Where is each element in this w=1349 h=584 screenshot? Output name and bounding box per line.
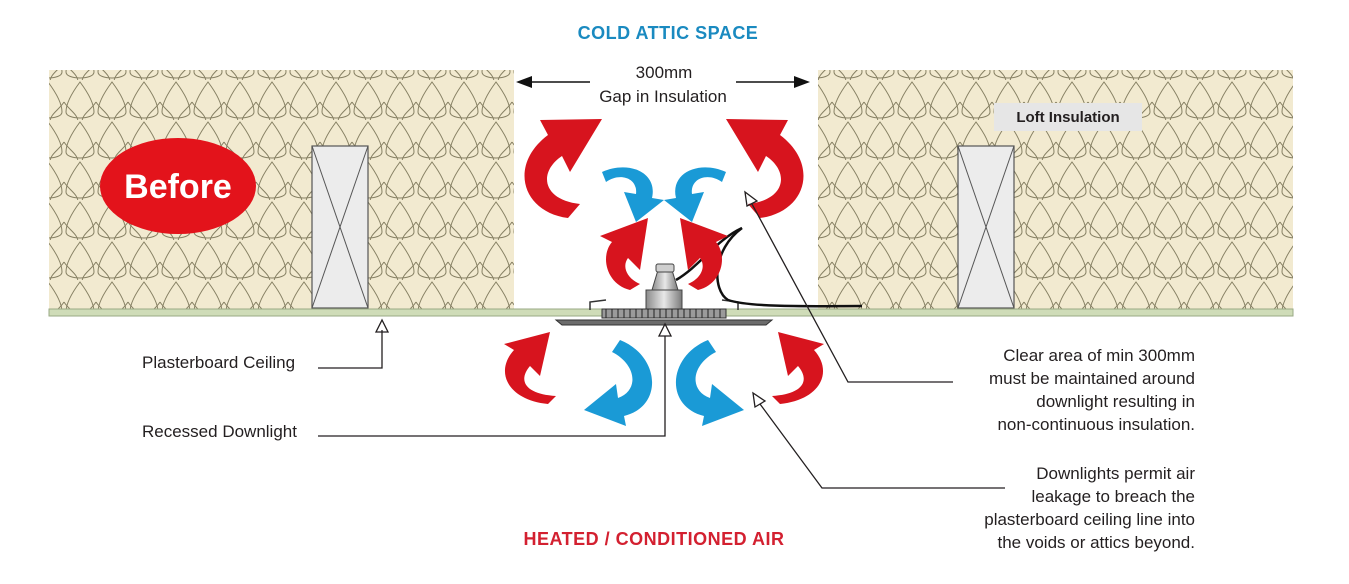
leakage-note-line4: the voids or attics beyond. [997, 533, 1195, 552]
cool-arrow-upper-right [664, 167, 726, 222]
title-cold-attic: COLD ATTIC SPACE [578, 23, 759, 43]
leakage-note: Downlights permit air leakage to breach … [984, 464, 1195, 552]
downlight-leader-arrowhead [657, 322, 673, 337]
ceiling-leader-line [318, 330, 383, 369]
downlight-leader-line [318, 336, 666, 437]
cool-air-arrows [584, 167, 744, 426]
joist-left [311, 145, 369, 309]
gap-dimension [516, 76, 810, 88]
clearance-note-line1: Clear area of min 300mm [1003, 346, 1195, 365]
leakage-note-line3: plasterboard ceiling line into [984, 510, 1195, 529]
clearance-leader-arrowhead [744, 190, 759, 207]
clearance-note-line4: non-continuous insulation. [997, 415, 1195, 434]
warm-air-arrows [504, 119, 824, 404]
warm-arrow-lower-left [504, 332, 556, 404]
recessed-downlight [554, 226, 863, 326]
warm-arrow-lower-right [772, 332, 824, 404]
clearance-leader-line [751, 203, 953, 383]
leakage-leader-arrowhead [752, 391, 767, 409]
gap-label-line2: Gap in Insulation [599, 87, 727, 106]
before-badge [100, 138, 256, 234]
ceiling-leader-arrowhead [374, 318, 390, 333]
clearance-note-line3: downlight resulting in [1036, 392, 1195, 411]
loft-insulation-tag [994, 103, 1142, 131]
clearance-note: Clear area of min 300mm must be maintain… [989, 346, 1195, 434]
leakage-note-line1: Downlights permit air [1036, 464, 1195, 483]
cool-arrow-upper-left [602, 167, 664, 222]
leakage-note-line2: leakage to breach the [1031, 487, 1195, 506]
cool-arrow-lower-left [584, 340, 653, 426]
loft-insulation-label: Loft Insulation [1016, 109, 1119, 126]
warm-arrow-middle-left [600, 218, 648, 290]
leakage-leader-line [759, 403, 1005, 489]
plasterboard-ceiling-label: Plasterboard Ceiling [142, 353, 295, 372]
clearance-note-line2: must be maintained around [989, 369, 1195, 388]
warm-arrow-middle-right [680, 218, 728, 290]
joist-right [957, 145, 1015, 309]
gap-label-line1: 300mm [636, 63, 693, 82]
recessed-downlight-label: Recessed Downlight [142, 422, 297, 441]
warm-arrow-upper-right [726, 119, 804, 218]
warm-arrow-upper-left [524, 119, 602, 218]
before-badge-text: Before [124, 168, 232, 206]
title-heated-air: HEATED / CONDITIONED AIR [523, 529, 784, 549]
cool-arrow-lower-right [675, 340, 744, 426]
